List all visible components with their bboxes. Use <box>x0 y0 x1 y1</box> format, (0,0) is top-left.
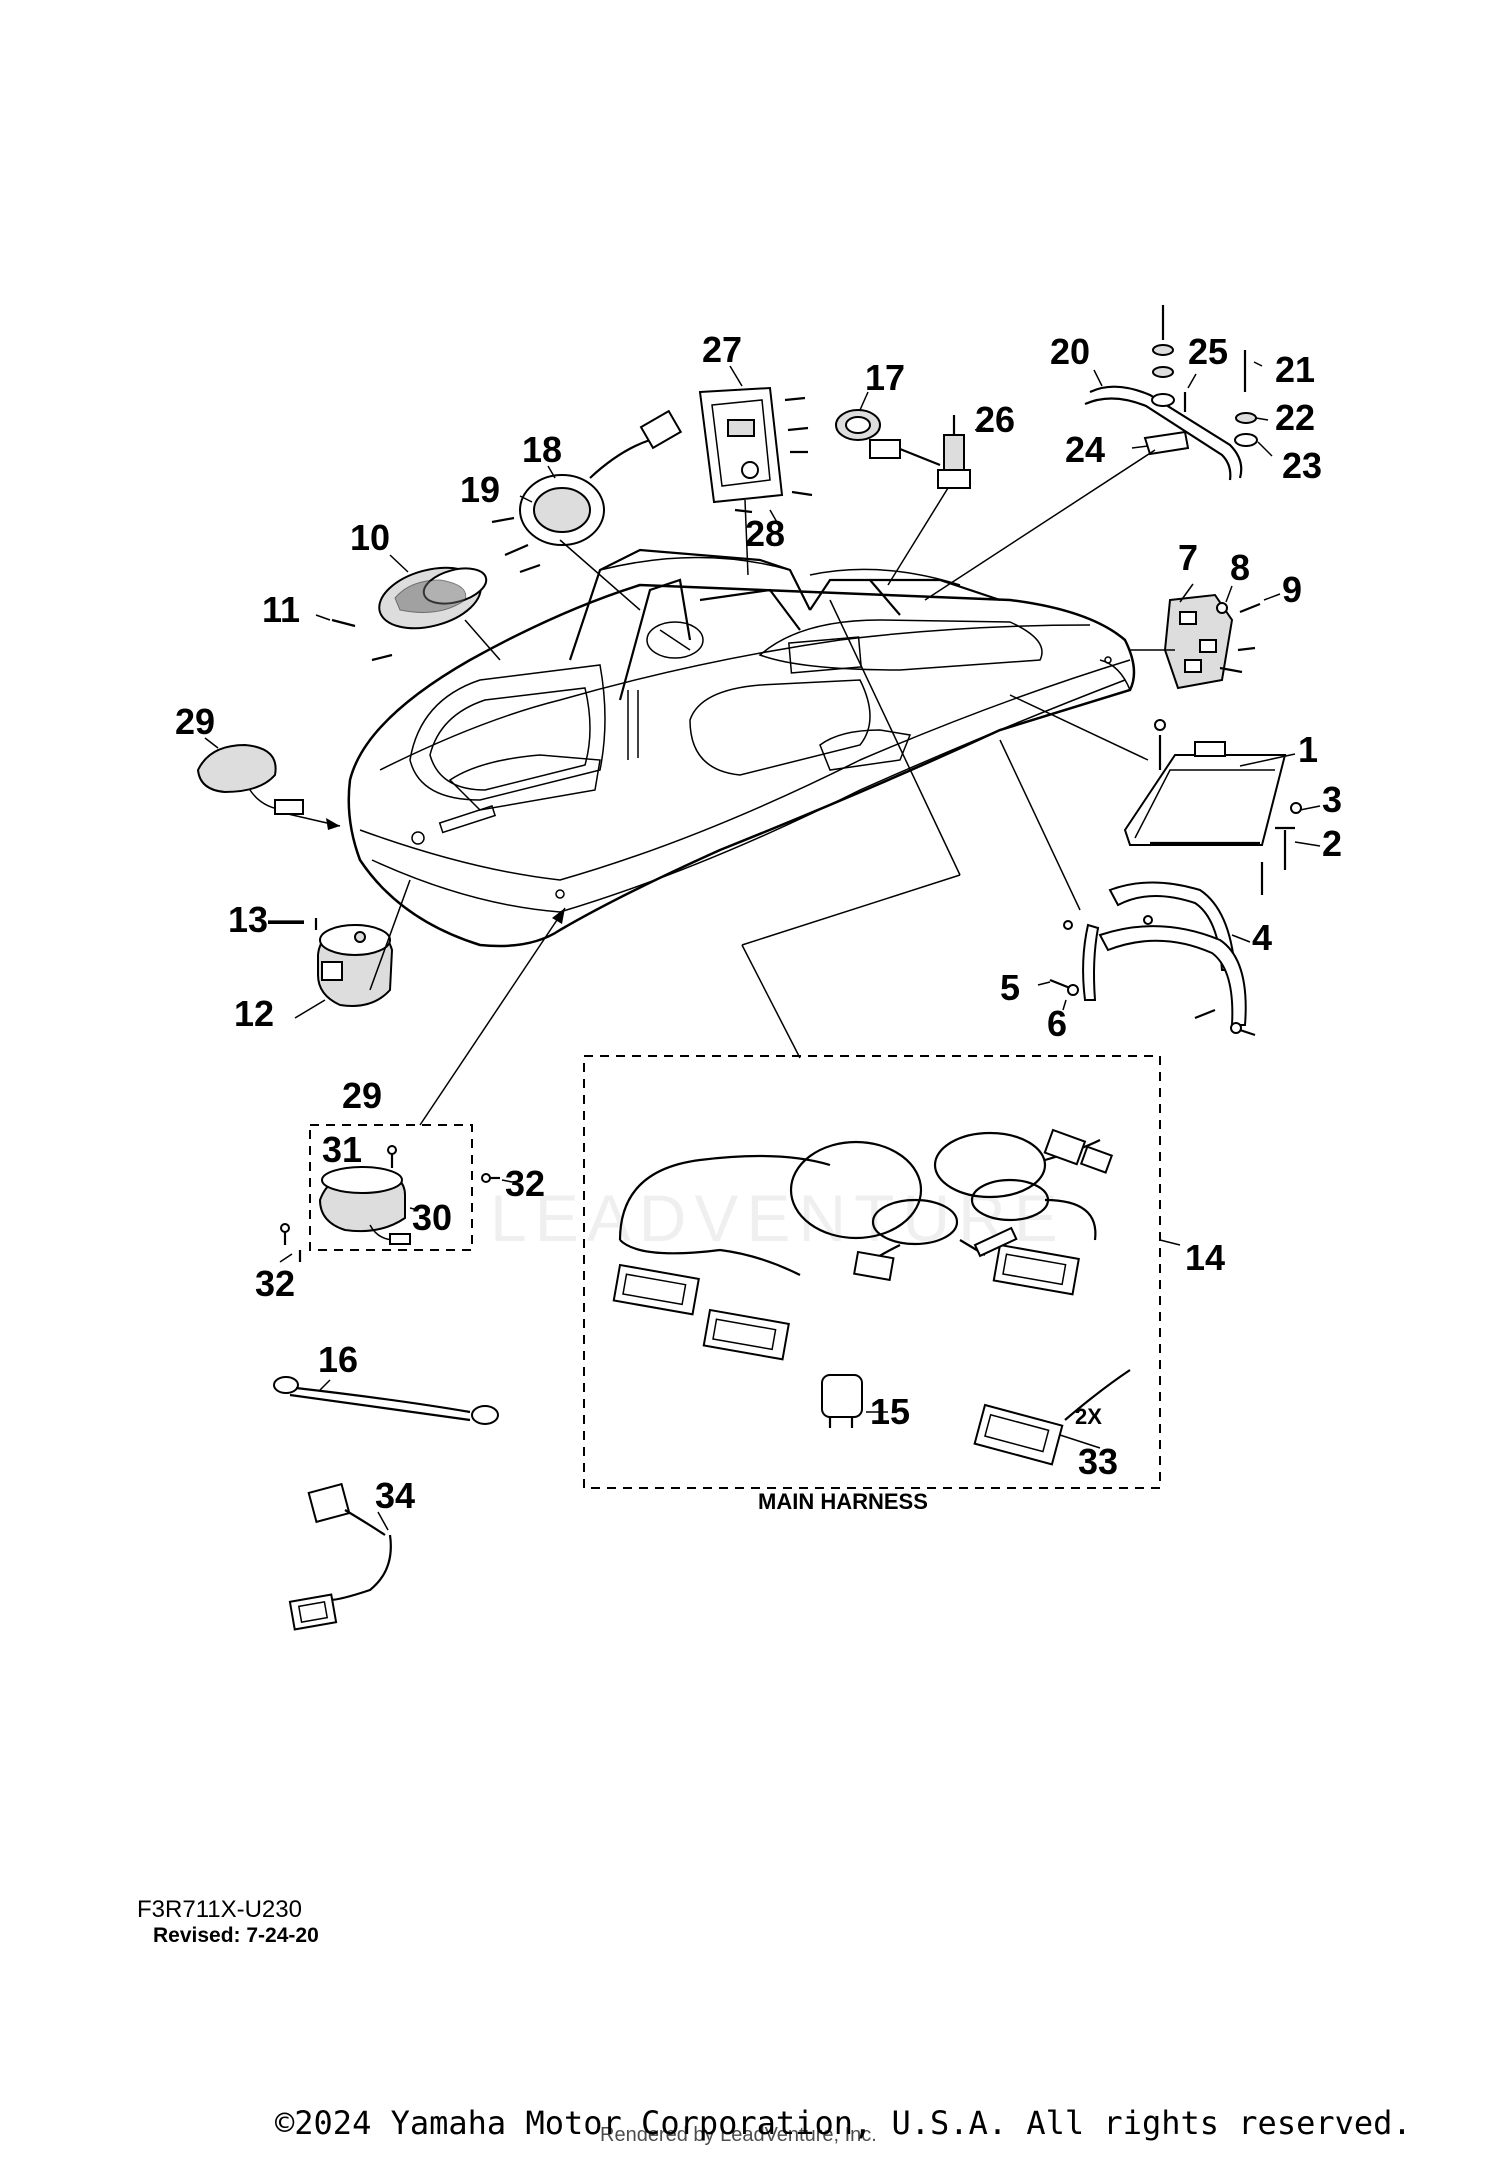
part-16-cable <box>273 1376 499 1425</box>
callout-2: 2 <box>1322 823 1342 864</box>
callout-1: 1 <box>1298 729 1318 770</box>
part-5-screw <box>1049 920 1256 1037</box>
callout-4: 4 <box>1252 917 1272 958</box>
boat-hull <box>347 548 1136 948</box>
part-11-screw <box>331 618 393 662</box>
callout-10: 10 <box>350 517 390 558</box>
callout-13: 13— <box>228 899 304 940</box>
callout-25: 25 <box>1188 331 1228 372</box>
callout-31: 31 <box>322 1129 362 1170</box>
part-28-screw <box>734 396 813 514</box>
part-1-control-box <box>1123 741 1287 846</box>
part-19-screw <box>491 516 541 574</box>
part-31-screw <box>387 1145 397 1168</box>
callout-11: 11 <box>262 589 300 630</box>
callout-9: 9 <box>1282 569 1302 610</box>
callout-28: 28 <box>745 513 785 554</box>
part-21-bolt <box>1161 305 1247 392</box>
callout-20: 20 <box>1050 331 1090 372</box>
part-9-screw <box>1219 602 1261 674</box>
part-32-screw <box>280 1173 500 1262</box>
callout-21: 21 <box>1275 349 1315 390</box>
callout-18: 18 <box>522 429 562 470</box>
part-12-bow-light <box>317 923 394 1007</box>
main-harness-group-box <box>583 1055 1161 1489</box>
part-25-washer <box>1152 366 1187 412</box>
part-10-speaker <box>378 566 488 630</box>
part-33-connector <box>973 1369 1131 1466</box>
part-34-cable <box>288 1482 392 1631</box>
part-30-light-lens <box>318 1166 411 1245</box>
part-6-washer <box>1067 915 1242 1034</box>
multiplier-2x: 2X <box>1075 1404 1102 1429</box>
part-2-screw <box>1158 735 1295 895</box>
callout-34: 34 <box>375 1475 415 1516</box>
rendered-by: Rendered by LeadVenture, Inc. <box>600 2124 877 2146</box>
part-27-display-unit <box>698 386 784 504</box>
callout-6: 6 <box>1047 1003 1067 1044</box>
callout-5: 5 <box>1000 967 1020 1008</box>
callout-32-right: 32 <box>505 1163 545 1204</box>
part-29-group-box <box>309 1124 473 1251</box>
part-17-grommet <box>835 409 881 441</box>
callout-23: 23 <box>1282 445 1322 486</box>
callout-19: 19 <box>460 469 500 510</box>
part-29-courtesy-light <box>196 743 304 815</box>
revised-date: Revised: 7-24-20 <box>153 1924 319 1947</box>
callout-22: 22 <box>1275 397 1315 438</box>
leader-lines <box>287 449 1175 1126</box>
callout-32-left: 32 <box>255 1263 295 1304</box>
callout-24: 24 <box>1065 429 1105 470</box>
part-3-washer <box>1154 719 1302 814</box>
part-8-washer <box>1216 602 1228 614</box>
part-23-washer <box>1151 393 1258 447</box>
callout-labels: 1 2 3 4 5 6 7 8 9 10 11 12 13— 14 15 16 … <box>175 329 1342 1516</box>
callout-27: 27 <box>702 329 742 370</box>
callout-26: 26 <box>975 399 1015 440</box>
callout-29-upper: 29 <box>175 701 215 742</box>
part-14-main-harness <box>612 1128 1114 1361</box>
callout-12: 12 <box>234 993 274 1034</box>
part-18-speaker-ring <box>519 409 683 546</box>
callout-15: 15 <box>870 1391 910 1432</box>
part-26-sensor <box>869 415 971 489</box>
copyright-notice: ©2024 Yamaha Motor Corporation, U.S.A. A… <box>275 2104 1412 2142</box>
part-15-relay <box>821 1374 863 1428</box>
callout-29-lower: 29 <box>342 1075 382 1116</box>
callout-16: 16 <box>318 1339 358 1380</box>
callout-8: 8 <box>1230 547 1250 588</box>
main-harness-label: MAIN HARNESS <box>758 1489 928 1514</box>
callout-3: 3 <box>1322 779 1342 820</box>
callout-30: 30 <box>412 1197 452 1238</box>
part-4-bracket <box>1082 881 1247 1026</box>
part-24-bracket <box>1143 430 1190 456</box>
callout-14: 14 <box>1185 1237 1225 1278</box>
callout-7: 7 <box>1178 537 1198 578</box>
part-20-handle <box>1084 385 1243 481</box>
callout-33: 33 <box>1078 1441 1118 1482</box>
callout-17: 17 <box>865 357 905 398</box>
drawing-code: F3R711X-U230 <box>137 1896 302 1923</box>
